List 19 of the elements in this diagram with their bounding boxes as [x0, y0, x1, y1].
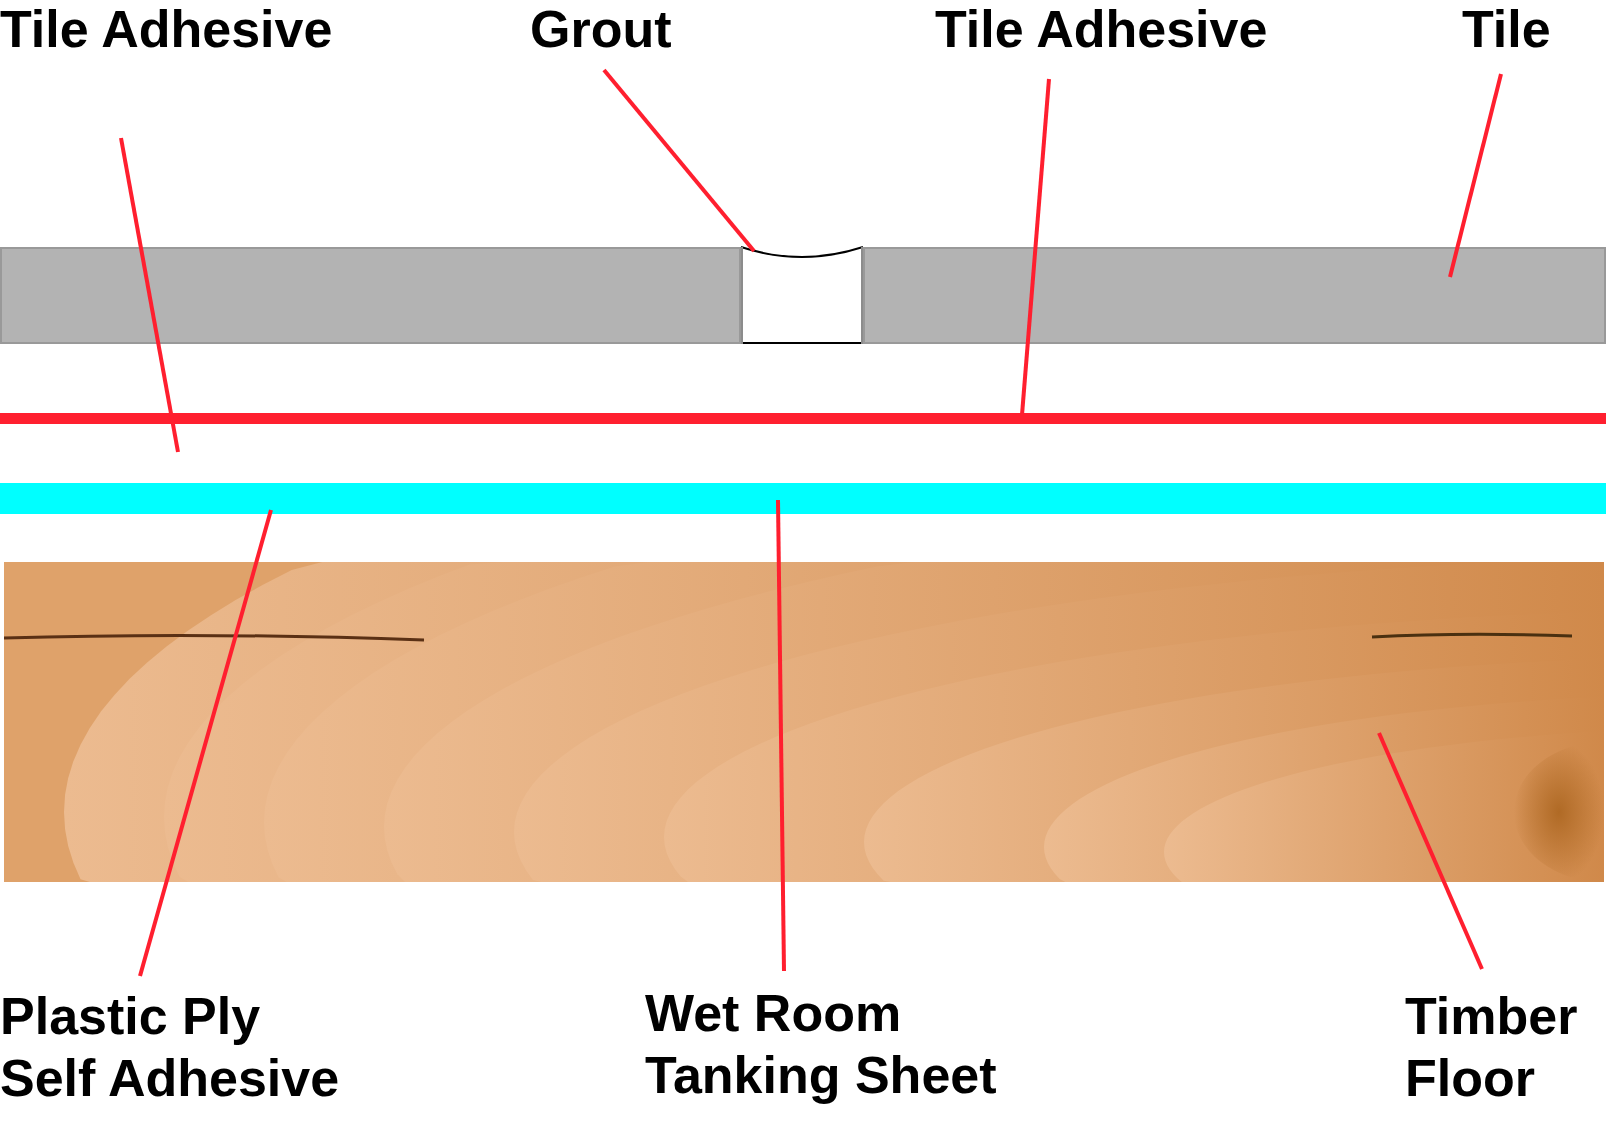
tile	[0, 247, 741, 344]
tanking-sheet	[0, 483, 1606, 514]
leader-line	[776, 499, 786, 972]
callout-label: Plastic Ply Self Adhesive	[0, 985, 360, 1109]
leader-line	[119, 137, 180, 453]
callout-label: Wet Room Tanking Sheet	[645, 982, 1065, 1106]
leader-line	[1377, 732, 1484, 970]
leader-line	[138, 509, 273, 977]
leader-line	[602, 68, 756, 253]
callout-label: Tile	[1462, 0, 1582, 60]
leader-line	[1448, 73, 1503, 278]
tile	[863, 247, 1606, 344]
callout-label: Tile Adhesive	[935, 0, 1295, 60]
callout-label: Tile Adhesive	[0, 0, 360, 60]
leader-line	[1020, 78, 1051, 416]
callout-label: Grout	[530, 0, 690, 60]
callout-label: Timber Floor	[1405, 985, 1605, 1109]
grout-joint	[741, 247, 863, 344]
adhesive-layer	[0, 413, 1606, 424]
